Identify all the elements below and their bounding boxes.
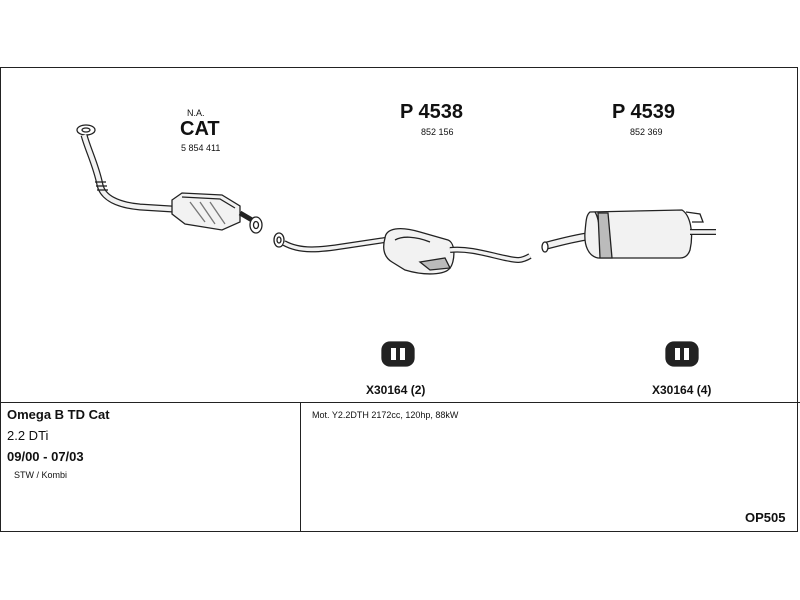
vehicle-body: STW / Kombi xyxy=(14,470,68,480)
front-silencer-label: P 4538 xyxy=(400,101,464,123)
engine-spec: Mot. Y2.2DTH 2172cc, 120hp, 88kW xyxy=(312,410,459,420)
cat-number: 5 854 411 xyxy=(181,143,221,153)
flex-joint xyxy=(95,181,108,191)
vehicle-engine: 2.2 DTi xyxy=(7,428,49,443)
vehicle-model: Omega B TD Cat xyxy=(7,407,110,422)
cat-rear-flange xyxy=(249,216,263,234)
midpipe-flange xyxy=(273,232,285,248)
front-mount-label: X30164 (2) xyxy=(366,383,426,397)
front-silencer-number: 852 156 xyxy=(421,127,454,137)
rubber-mount-rear-icon xyxy=(665,341,699,367)
rear-silencer-number: 852 369 xyxy=(630,127,663,137)
reference-code: OP505 xyxy=(745,510,786,525)
rubber-mount-front-icon xyxy=(381,341,415,367)
table-divider-horizontal xyxy=(0,402,800,403)
cat-note: N.A. xyxy=(187,108,205,118)
rear-silencer xyxy=(584,209,716,259)
front-silencer xyxy=(383,227,455,275)
rear-silencer-label: P 4539 xyxy=(612,101,676,123)
cat-label: CAT xyxy=(180,118,220,140)
front-flange xyxy=(76,124,96,136)
vehicle-years: 09/00 - 07/03 xyxy=(7,449,84,464)
rear-mount-label: X30164 (4) xyxy=(652,383,712,397)
rear-inlet-pipe xyxy=(541,232,591,253)
diagram-frame xyxy=(0,67,798,532)
table-divider-vertical xyxy=(300,402,301,532)
catalytic-converter xyxy=(171,192,254,231)
